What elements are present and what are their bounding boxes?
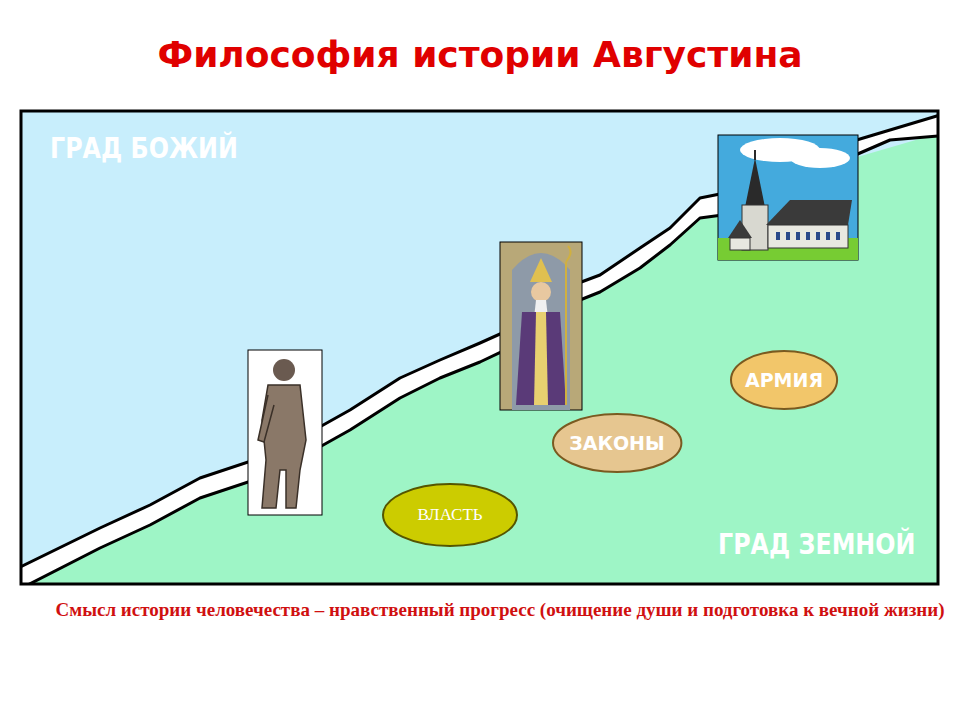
ellipse-node: ЗАКОНЫ	[552, 413, 682, 473]
node-text: ВЛАСТЬ	[417, 505, 482, 525]
region-label: ГРАД БОЖИЙ	[50, 132, 238, 165]
node-text: ЗАКОНЫ	[569, 432, 664, 454]
man-picture	[248, 350, 322, 515]
region-label: ГРАД ЗЕМНОЙ	[718, 528, 915, 561]
ellipse-node: ВЛАСТЬ	[382, 483, 518, 547]
bishop-picture	[500, 242, 582, 410]
church-picture	[718, 135, 858, 260]
title: Философия истории Августина	[0, 34, 960, 75]
ellipse-node: АРМИЯ	[730, 350, 838, 410]
node-text: АРМИЯ	[745, 369, 823, 391]
caption: Смысл истории человечества – нравственны…	[50, 596, 950, 625]
